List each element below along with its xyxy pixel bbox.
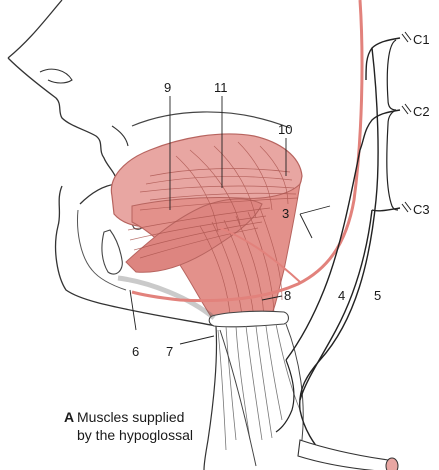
palate-outline [132, 112, 290, 128]
caption-letter: A [64, 408, 74, 426]
cervical-nerves [286, 38, 400, 456]
thyroid-outline [220, 324, 303, 466]
lower-incisor [102, 230, 122, 274]
label-6: 6 [132, 344, 139, 359]
caption-line-2: by the hypoglossal [64, 426, 193, 444]
caption-line-1: Muscles supplied [64, 408, 193, 426]
label-c3: C3 [413, 202, 430, 217]
label-11: 11 [214, 80, 228, 95]
nerve-root-marks [402, 32, 411, 212]
label-7: 7 [166, 344, 173, 359]
label-8: 8 [284, 288, 291, 303]
nostril-outline [40, 69, 72, 83]
label-4: 4 [338, 288, 345, 303]
label-9: 9 [164, 80, 171, 95]
label-3: 3 [282, 206, 289, 221]
cervical-brace [387, 40, 398, 210]
figure-caption: A Muscles supplied by the hypoglossal [64, 408, 193, 444]
label-c1: C1 [413, 32, 430, 47]
trachea-stub [298, 440, 392, 470]
trachea-opening [386, 458, 398, 470]
face-profile-outline [8, 0, 116, 204]
label-5: 5 [374, 288, 381, 303]
label-10: 10 [278, 122, 292, 137]
hyoid-bone [209, 311, 288, 327]
infrahyoid-fibers [218, 324, 300, 450]
ansa-cervicalis [276, 360, 294, 432]
neck-outline [204, 326, 217, 470]
label-c2: C2 [413, 104, 430, 119]
